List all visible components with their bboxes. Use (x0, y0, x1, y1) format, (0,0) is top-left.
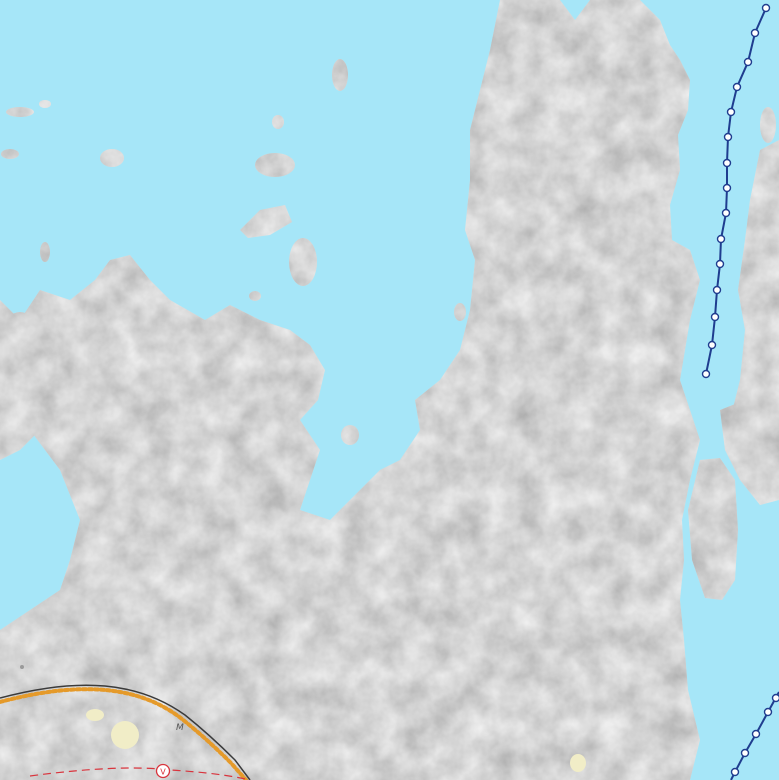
land-island-southeast (720, 400, 779, 505)
route-line-north[interactable] (701, 3, 771, 379)
circle-node-icon[interactable] (716, 234, 726, 244)
islet-13 (760, 107, 776, 143)
protected-area-boundary-dark (0, 684, 251, 780)
islet-14 (249, 291, 261, 301)
vegetation-patch (86, 709, 104, 721)
islet-8 (39, 100, 51, 108)
circle-node-icon[interactable] (707, 340, 717, 350)
islet-1 (100, 149, 124, 167)
islet-11 (4, 312, 36, 348)
land-island-oval (688, 458, 738, 600)
circle-node-icon[interactable] (763, 707, 773, 717)
islet-10 (40, 242, 50, 262)
circle-node-icon[interactable] (723, 132, 733, 142)
circle-node-icon[interactable] (740, 748, 750, 758)
circle-node-icon[interactable] (743, 57, 753, 67)
circle-node-icon[interactable] (732, 82, 742, 92)
circle-node-icon[interactable] (721, 208, 731, 218)
circle-node-icon[interactable] (750, 28, 760, 38)
circle-node-icon[interactable] (722, 183, 732, 193)
circle-node-icon[interactable] (761, 3, 771, 13)
vegetation-layer (86, 709, 586, 772)
circle-marker-icon[interactable]: V (155, 763, 171, 779)
circle-node-icon[interactable] (771, 693, 779, 703)
circle-node-icon[interactable] (722, 158, 732, 168)
circle-node-icon[interactable] (726, 107, 736, 117)
islet-15 (454, 303, 466, 321)
islet-12 (341, 425, 359, 445)
circle-marker-symbol: V (160, 768, 166, 777)
islet-7 (6, 107, 34, 117)
circle-node-icon[interactable] (730, 767, 740, 777)
circle-node-icon[interactable] (715, 259, 725, 269)
islet-6 (272, 115, 284, 129)
land-main-peninsula (0, 0, 700, 780)
small-point (20, 665, 24, 669)
vegetation-patch (570, 754, 586, 772)
circle-node-icon[interactable] (751, 729, 761, 739)
land-east-island (730, 140, 779, 480)
circle-node-icon[interactable] (710, 312, 720, 322)
islet-2 (255, 153, 295, 177)
vegetation-patch (111, 721, 139, 749)
circle-node-icon[interactable] (712, 285, 722, 295)
islet-16 (645, 746, 685, 774)
small-map-label: M (176, 723, 184, 733)
route-line-south[interactable] (730, 691, 779, 780)
islet-5 (332, 59, 348, 91)
islet-4 (289, 238, 317, 286)
circle-node-icon[interactable] (701, 369, 711, 379)
islet-9 (1, 149, 19, 159)
islet-3 (240, 205, 292, 238)
protected-area-boundary-dotted (0, 687, 248, 780)
land-west-headland (0, 350, 50, 460)
